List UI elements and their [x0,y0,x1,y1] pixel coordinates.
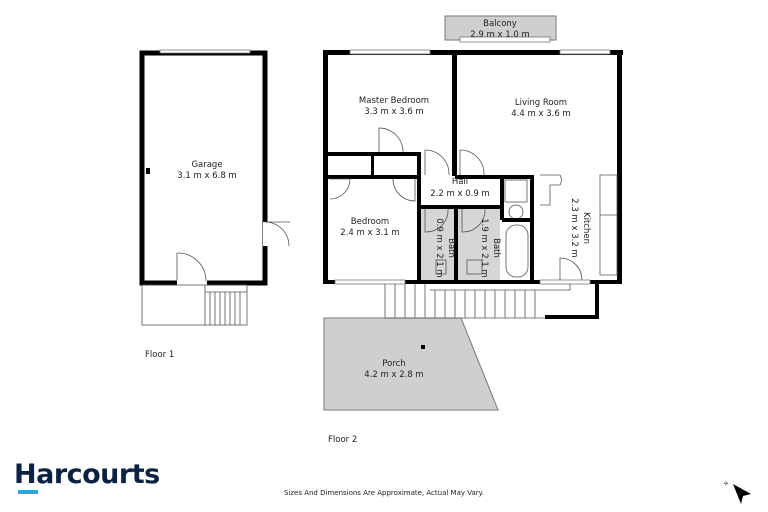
doors [329,127,618,281]
garage-size: 3.1 m x 6.8 m [177,171,236,181]
bath-2-size: 1.9 m x 2.1 m [479,218,489,277]
garage [139,49,290,286]
windows [334,36,611,285]
balcony-name: Balcony [483,19,517,29]
porch-size: 4.2 m x 2.8 m [364,370,423,380]
master-bedroom-size: 3.3 m x 3.6 m [364,107,423,117]
hall-name: Hall [452,177,468,187]
harcourts-logo: Harcourts [14,459,160,490]
kitchen-size: 2.3 m x 3.2 m [569,198,579,257]
svg-text:N: N [723,480,730,487]
master-bedroom-name: Master Bedroom [359,96,429,106]
kitchen-name: Kitchen [581,212,591,244]
garage-name: Garage [191,160,222,170]
balcony [444,15,557,41]
porch [323,317,499,411]
main-stairs [384,284,571,319]
north-arrow-icon: N [723,480,751,504]
bedroom-name: Bedroom [351,217,389,227]
bath-2-name: Bath [491,238,501,258]
bath-1-name: Bath [446,238,456,258]
bath-1-size: 0.9 m x 2.1 m [434,218,444,277]
living-room-name: Living Room [515,98,567,108]
logo-accent-bar [18,490,38,494]
bath-2-floor [458,208,500,282]
floor-2-label: Floor 2 [328,435,358,445]
hall-size: 2.2 m x 0.9 m [430,189,489,199]
garage-stairs [141,284,248,326]
living-room-size: 4.4 m x 3.6 m [511,109,570,119]
bedroom-size: 2.4 m x 3.1 m [340,228,399,238]
porch-name: Porch [382,359,405,369]
floor-1-label: Floor 1 [145,350,175,360]
bath-1-floor [421,208,455,282]
disclaimer: Sizes And Dimensions Are Approximate, Ac… [283,489,485,497]
balcony-size: 2.9 m x 1.0 m [470,30,529,40]
